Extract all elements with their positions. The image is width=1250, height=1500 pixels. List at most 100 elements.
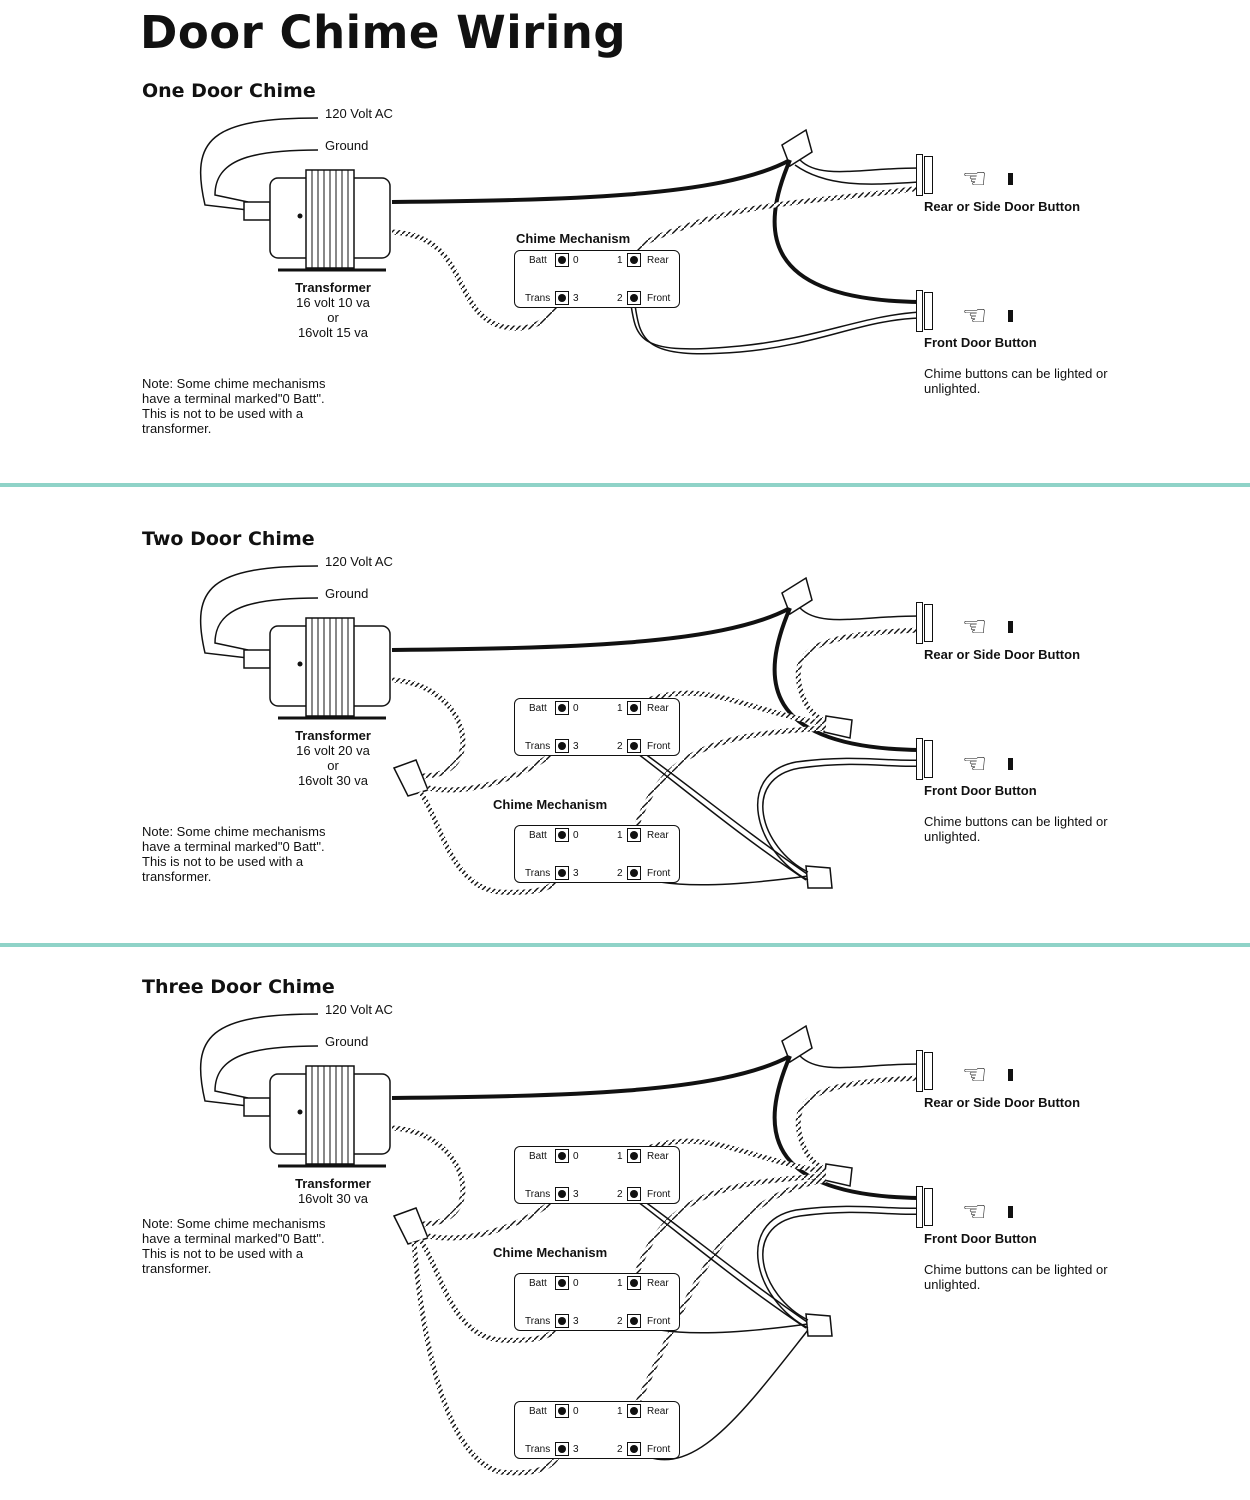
wire-nut-icon bbox=[392, 1207, 430, 1245]
wire-nut-icon bbox=[805, 865, 833, 889]
batt-label: Batt bbox=[529, 255, 547, 266]
or-label: or bbox=[327, 310, 339, 325]
batt-label: Batt bbox=[529, 1278, 547, 1289]
note-text: Note: Some chime mechanisms have a termi… bbox=[142, 1216, 326, 1276]
pointing-hand-icon: ☜ bbox=[962, 748, 988, 779]
rear-button-label: Rear or Side Door Button bbox=[924, 1095, 1081, 1110]
front-label: Front bbox=[647, 1316, 671, 1327]
one-label: 1 bbox=[617, 1151, 623, 1162]
screw-icon bbox=[627, 739, 641, 753]
chime-mechanism: Batt 0 1 Rear Trans 3 2 Front bbox=[514, 250, 680, 308]
front-button-label: Front Door Button bbox=[924, 1231, 1037, 1246]
trans-label: Trans bbox=[525, 1444, 551, 1455]
transformer-caption: Transformer 16 volt 20 va or 16volt 30 v… bbox=[268, 728, 398, 788]
transformer-rating: 16 volt 20 va bbox=[296, 743, 370, 758]
rear-label: Rear bbox=[647, 255, 669, 266]
rear-label: Rear bbox=[647, 830, 669, 841]
one-label: 1 bbox=[617, 703, 623, 714]
transformer-caption: Transformer 16volt 30 va bbox=[268, 1176, 398, 1206]
trans-label: Trans bbox=[525, 741, 551, 752]
transformer-rating-alt: 16volt 15 va bbox=[297, 325, 369, 340]
transformer-rating: 16 volt 10 va bbox=[296, 295, 370, 310]
chime-mechanism-label: Chime Mechanism bbox=[493, 797, 608, 812]
zero-label: 0 bbox=[573, 1151, 579, 1162]
screw-icon bbox=[555, 739, 569, 753]
screw-icon bbox=[555, 1149, 569, 1163]
transformer-icon bbox=[243, 169, 391, 272]
rear-label: Rear bbox=[647, 1406, 669, 1417]
front-label: Front bbox=[647, 1444, 671, 1455]
front-button-label: Front Door Button bbox=[924, 335, 1037, 350]
chime-mechanism-label: Chime Mechanism bbox=[493, 1245, 608, 1260]
wire-nut-icon bbox=[781, 128, 813, 168]
three-label: 3 bbox=[573, 741, 579, 752]
ground-label: Ground bbox=[325, 586, 369, 601]
batt-label: Batt bbox=[529, 703, 547, 714]
screw-icon bbox=[627, 1149, 641, 1163]
ground-label: Ground bbox=[325, 138, 369, 153]
screw-icon bbox=[627, 828, 641, 842]
door-button-plate bbox=[916, 1186, 933, 1228]
two-label: 2 bbox=[617, 1189, 623, 1200]
pointing-hand-icon: ☜ bbox=[962, 163, 988, 194]
batt-label: Batt bbox=[529, 1151, 547, 1162]
section-one-door: 120 Volt AC Ground One Door Chime Transf… bbox=[0, 0, 1250, 450]
chime-mechanism: Batt 0 1 Rear Trans 3 2 Front bbox=[514, 1401, 680, 1459]
trans-label: Trans bbox=[525, 1316, 551, 1327]
transformer-label: Transformer bbox=[295, 280, 371, 295]
door-button-plate bbox=[916, 738, 933, 780]
two-label: 2 bbox=[617, 1444, 623, 1455]
zero-label: 0 bbox=[573, 255, 579, 266]
trans-label: Trans bbox=[525, 293, 551, 304]
chime-mechanism: Batt 0 1 Rear Trans 3 2 Front bbox=[514, 1146, 680, 1204]
section-divider bbox=[0, 943, 1250, 947]
one-label: 1 bbox=[617, 255, 623, 266]
three-label: 3 bbox=[573, 293, 579, 304]
transformer-label: Transformer bbox=[295, 728, 371, 743]
wiring-diagram-2 bbox=[199, 565, 921, 895]
rear-label: Rear bbox=[647, 703, 669, 714]
three-label: 3 bbox=[573, 1189, 579, 1200]
wiring-diagram-1 bbox=[199, 117, 921, 355]
zero-label: 0 bbox=[573, 1406, 579, 1417]
rear-button-label: Rear or Side Door Button bbox=[924, 647, 1081, 662]
screw-icon bbox=[555, 253, 569, 267]
ac-label: 120 Volt AC bbox=[325, 554, 393, 569]
one-label: 1 bbox=[617, 830, 623, 841]
screw-icon bbox=[627, 1442, 641, 1456]
pointing-hand-icon: ☜ bbox=[962, 1059, 988, 1090]
door-button-plate bbox=[916, 154, 933, 196]
section-divider bbox=[0, 483, 1250, 487]
hint-text: Chime buttons can be lighted or unlighte… bbox=[924, 814, 1108, 844]
pointing-hand-icon: ☜ bbox=[962, 611, 988, 642]
pointing-hand-icon: ☜ bbox=[962, 1196, 988, 1227]
screw-icon bbox=[555, 1276, 569, 1290]
screw-icon bbox=[555, 1404, 569, 1418]
screw-icon bbox=[627, 291, 641, 305]
note-text: Note: Some chime mechanisms have a termi… bbox=[142, 824, 326, 884]
chime-mechanism: Batt 0 1 Rear Trans 3 2 Front bbox=[514, 825, 680, 883]
wire-nut-icon bbox=[823, 715, 853, 739]
screw-icon bbox=[627, 701, 641, 715]
screw-icon bbox=[627, 1276, 641, 1290]
wire-nut-icon bbox=[781, 576, 813, 616]
hint-text: Chime buttons can be lighted or unlighte… bbox=[924, 366, 1108, 396]
wire-nut-icon bbox=[781, 1024, 813, 1064]
wire-nut-icon bbox=[392, 759, 430, 797]
front-label: Front bbox=[647, 868, 671, 879]
rear-label: Rear bbox=[647, 1278, 669, 1289]
note-text: Note: Some chime mechanisms have a termi… bbox=[142, 376, 326, 436]
screw-icon bbox=[627, 1187, 641, 1201]
button-icon bbox=[1008, 1206, 1013, 1218]
wire-nut-icon bbox=[823, 1163, 853, 1187]
zero-label: 0 bbox=[573, 830, 579, 841]
two-label: 2 bbox=[617, 741, 623, 752]
two-label: 2 bbox=[617, 868, 623, 879]
screw-icon bbox=[627, 866, 641, 880]
section-two-door: 120 Volt AC Ground Two Door Chime Transf… bbox=[0, 448, 1250, 898]
transformer-icon bbox=[243, 617, 391, 720]
door-button-plate bbox=[916, 1050, 933, 1092]
section-three-door: 120 Volt AC Ground Three Door Chime Tran… bbox=[0, 896, 1250, 1500]
or-label: or bbox=[327, 758, 339, 773]
button-icon bbox=[1008, 1069, 1013, 1081]
